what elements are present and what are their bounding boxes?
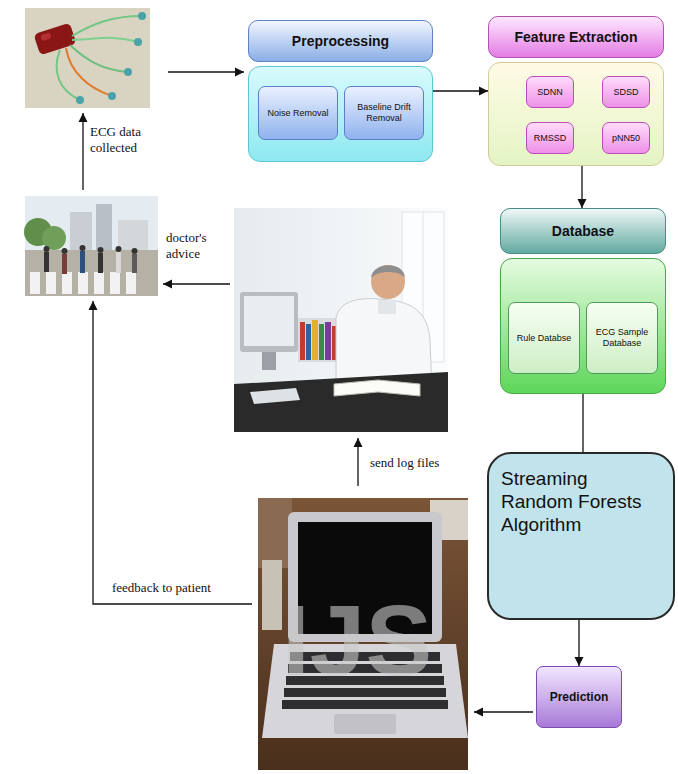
box-text: Baseline Drift Removal (349, 102, 419, 124)
output-box: Prediction (536, 666, 622, 728)
box-text: RMSSD (534, 133, 567, 144)
box-text: Noise Removal (267, 108, 328, 119)
feature-box: SDSD (602, 76, 650, 108)
flow-arrow (357, 438, 358, 486)
flow-label: doctor's advice (166, 230, 236, 263)
flow-label: ECG data collected (90, 124, 162, 157)
ecg-device-photo (25, 8, 150, 108)
flow-connector (582, 394, 583, 452)
panel-heading: Feature Extraction (488, 16, 664, 58)
flow-connector (581, 166, 582, 208)
flow-arrow (93, 301, 252, 604)
flow-connector (578, 620, 579, 666)
doctor-photo (234, 208, 448, 432)
flow-arrow (168, 71, 244, 72)
panel-heading: Database (500, 208, 666, 254)
flow-arrow (82, 113, 83, 190)
flow-label: feedback to patient (112, 580, 252, 596)
box-text: Prediction (550, 690, 609, 704)
box-text: pNN50 (612, 133, 640, 144)
feature-box: RMSSD (526, 122, 574, 154)
box-text: Rule Databse (517, 333, 572, 344)
laptop-photo (258, 498, 468, 770)
flow-arrow (474, 711, 533, 712)
flow-label: send log files (370, 455, 470, 471)
box-text: Streaming Random Forests Algorithm (501, 468, 663, 536)
flow-connector (433, 90, 488, 91)
feature-box: SDNN (526, 76, 574, 108)
box-text: SDNN (537, 87, 563, 98)
database-panel: DatabaseRule Databse ECG Sample Database (500, 208, 666, 394)
flow-arrows (83, 72, 533, 712)
watermark: IJS (282, 590, 462, 690)
process-box: Noise Removal (258, 86, 338, 140)
panel-heading: Preprocessing (248, 20, 433, 62)
feature-box: pNN50 (602, 122, 650, 154)
patients-photo (24, 196, 158, 296)
database-box: Rule Databse (508, 302, 580, 374)
database-box: ECG Sample Database (586, 302, 658, 374)
flow-arrow (163, 283, 230, 284)
box-text: SDSD (613, 87, 638, 98)
algorithm-box: Streaming Random Forests Algorithm (487, 452, 675, 620)
process-panel: PreprocessingNoise Removal Baseline Drift… (248, 20, 433, 162)
feature-panel: Feature ExtractionSDNN SDSD RMSSD pNN50 (488, 16, 664, 166)
process-box: Baseline Drift Removal (344, 86, 424, 140)
box-text: ECG Sample Database (591, 327, 653, 349)
